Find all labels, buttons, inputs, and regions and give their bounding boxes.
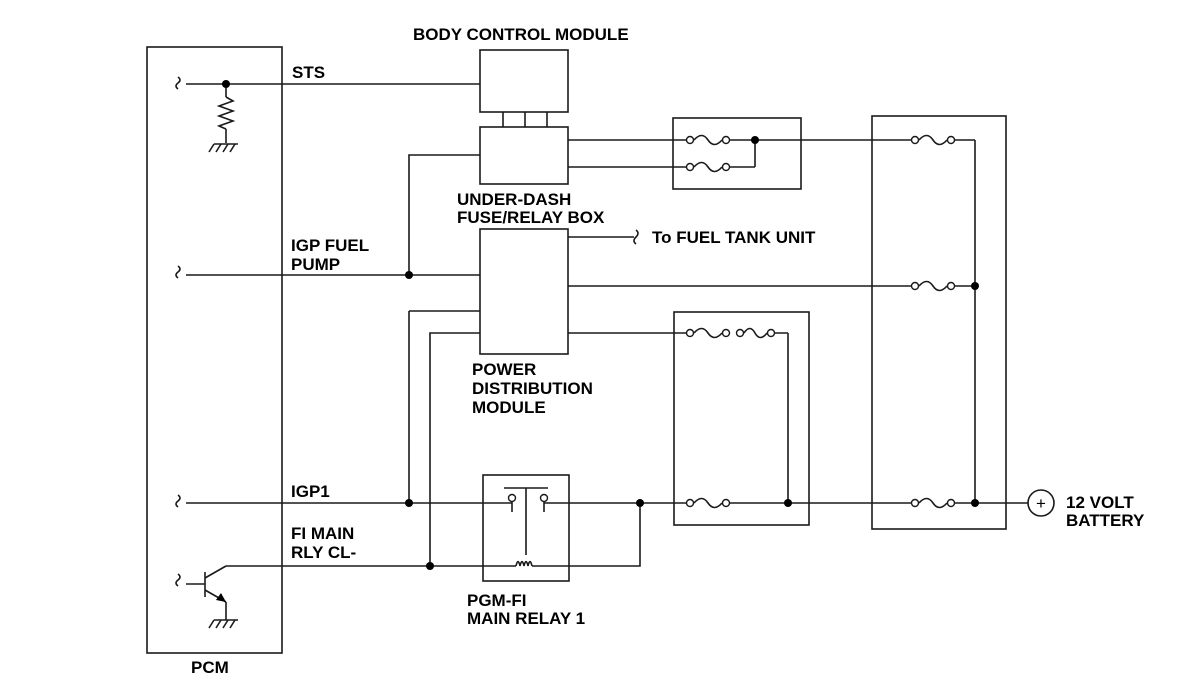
label-under-dash-2: FUSE/RELAY BOX: [457, 208, 605, 227]
label-sts: STS: [292, 63, 326, 82]
fuse-middle-3: [685, 497, 731, 509]
body-control-module-box: [479, 49, 569, 113]
battery-plus-symbol: +: [1036, 494, 1046, 513]
fuse-box-right: [871, 115, 1007, 530]
ground-symbol-bottom: [208, 619, 238, 629]
pcm-box: [146, 46, 283, 654]
fuse-box-upper: [672, 117, 802, 190]
wires: [186, 83, 1028, 567]
fuse-upper-1: [685, 134, 731, 146]
label-under-dash-1: UNDER-DASH: [457, 190, 572, 209]
connector-fi-main-symbol: [175, 573, 181, 587]
junction-dots: [222, 80, 979, 570]
connector-fuel-tank-symbol: [633, 229, 639, 245]
fuse-middle-1: [685, 327, 731, 339]
label-igp-fuel-1: IGP FUEL: [291, 236, 370, 255]
ground-symbol-top: [208, 143, 238, 153]
connector-igp1-symbol: [175, 494, 181, 508]
power-distribution-module-box: [479, 228, 569, 355]
bcm-connector-stubs: [502, 112, 548, 127]
label-pcm: PCM: [191, 658, 229, 677]
label-pdm-3: MODULE: [472, 398, 546, 417]
under-dash-fuse-relay-box: [479, 126, 569, 185]
fuse-symbols: [685, 134, 956, 509]
connector-sts-symbol: [175, 76, 181, 90]
label-igp-fuel-2: PUMP: [291, 255, 341, 274]
fuse-right-1: [910, 134, 956, 146]
fuse-right-2: [910, 280, 956, 292]
label-pgm-fi-2: MAIN RELAY 1: [467, 609, 586, 628]
connector-igp-fuel-symbol: [175, 265, 181, 279]
label-battery-2: BATTERY: [1066, 511, 1145, 530]
fuse-middle-2: [735, 327, 776, 339]
label-to-fuel-tank: To FUEL TANK UNIT: [652, 228, 816, 247]
label-fi-main-1: FI MAIN: [291, 524, 355, 543]
label-igp1: IGP1: [291, 482, 330, 501]
relay-switch-symbol: [504, 487, 549, 555]
label-fi-main-2: RLY CL-: [291, 543, 357, 562]
fuse-right-3: [910, 497, 956, 509]
label-body-control-module: BODY CONTROL MODULE: [413, 25, 629, 44]
battery-terminal-icon: [1027, 489, 1055, 517]
fuse-upper-2: [685, 161, 731, 173]
label-pgm-fi-1: PGM-FI: [467, 591, 527, 610]
fuse-box-middle: [673, 311, 810, 526]
relay-coil-symbol: [515, 560, 533, 567]
label-battery-1: 12 VOLT: [1066, 493, 1134, 512]
label-pdm-1: POWER: [472, 360, 537, 379]
transistor-symbol: [186, 565, 227, 620]
label-pdm-2: DISTRIBUTION: [472, 379, 593, 398]
